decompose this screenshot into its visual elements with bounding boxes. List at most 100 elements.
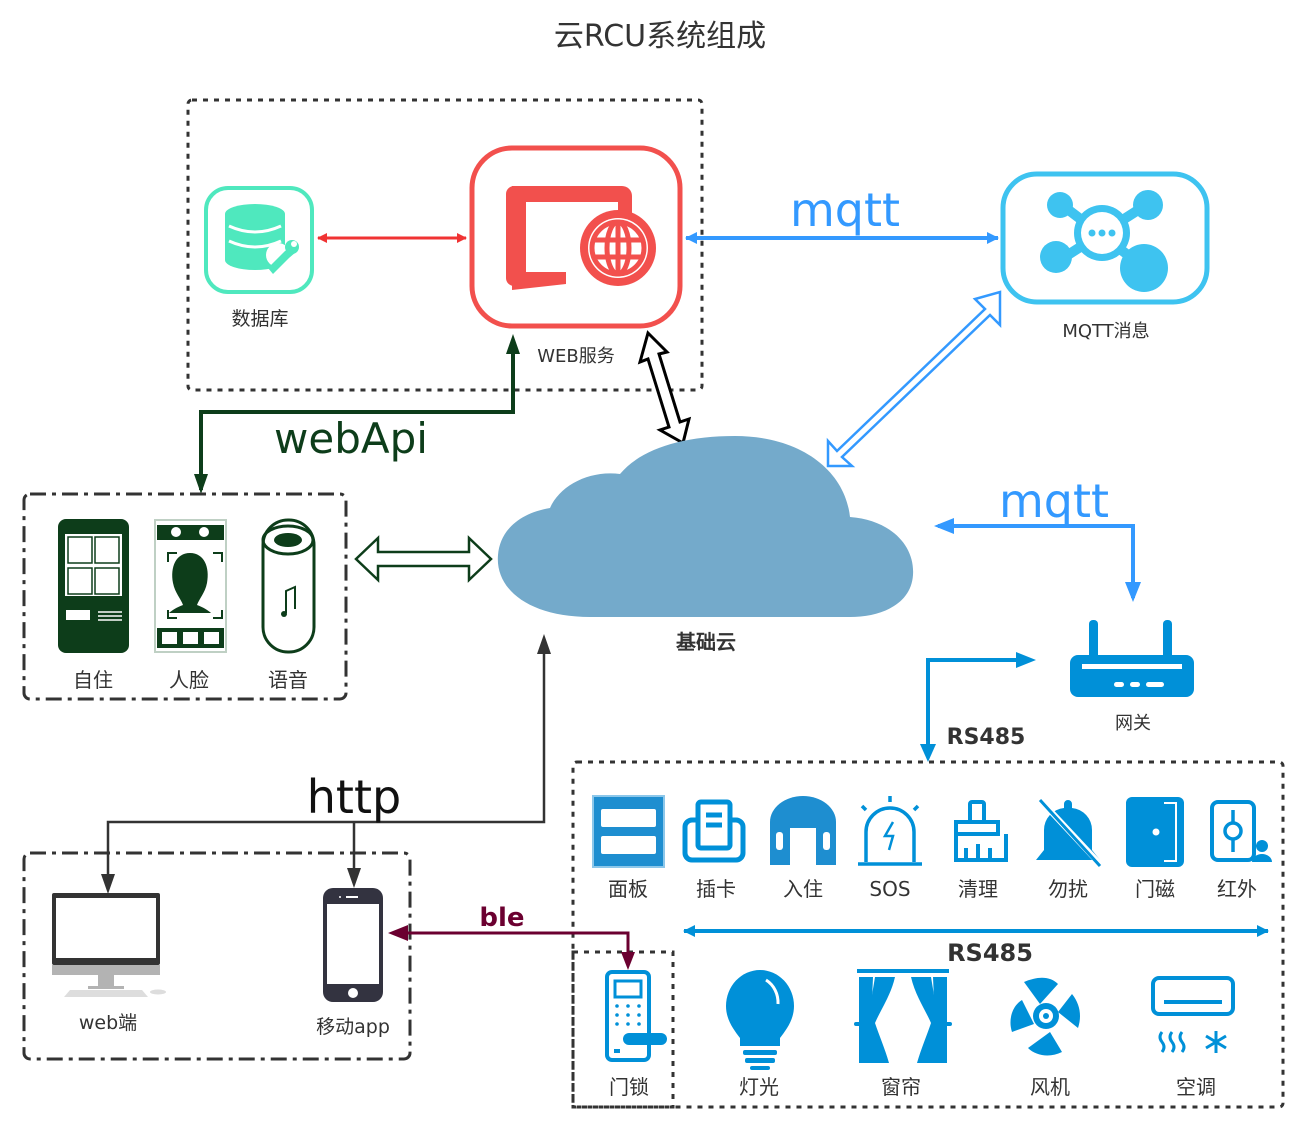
smartphone-icon [323,888,383,1002]
device-infrared[interactable]: 红外 [1210,800,1272,901]
router-icon [1070,620,1194,697]
device-label: 入住 [783,877,823,901]
desktop-monitor-icon [52,893,166,997]
sos-alarm-icon [858,796,922,866]
device-check-in[interactable]: 入住 [770,796,836,901]
card-slot-icon [682,799,746,863]
cloud-node[interactable]: 基础云 [497,436,914,654]
device-label: 清理 [958,877,998,901]
cloud-icon [497,436,914,617]
clients-group-box [22,851,412,1061]
do-not-disturb-bell-icon [1036,798,1103,868]
smart-speaker-icon [261,518,316,654]
webapi-label: webApi [274,414,428,463]
air-conditioner-icon [1151,976,1235,1053]
terminal-label: 语音 [268,668,308,692]
mqtt-broker-node[interactable]: MQTT消息 [1000,171,1210,342]
terminal-face[interactable]: 人脸 [154,519,227,692]
client-label: 移动app [316,1016,390,1038]
door-lock-box [571,950,675,1109]
ble-label: ble [479,903,524,933]
device-label: 窗帘 [881,1075,921,1099]
cleaning-brush-icon [954,800,1008,862]
webapi-connector [199,340,515,490]
gateway-rs485-connector [926,658,1020,756]
infrared-sensor-icon [1210,800,1272,862]
terminal-kiosk[interactable]: 自住 [58,519,129,692]
device-label: 灯光 [739,1075,779,1099]
ble-connector [402,931,630,958]
check-in-house-icon [770,796,836,865]
face-recognition-icon [154,519,227,653]
device-label: 红外 [1217,877,1257,901]
mqtt-top-label: mqtt [790,183,900,237]
curtain-icon [854,969,952,1063]
database-node[interactable]: 数据库 [204,186,314,330]
device-card-slot[interactable]: 插卡 [682,799,746,901]
device-light[interactable]: 灯光 [726,970,794,1099]
gateway-label: 网关 [1115,713,1151,734]
device-label: 插卡 [696,877,736,901]
terminal-speaker[interactable]: 语音 [261,518,316,692]
device-label: 门磁 [1135,877,1175,901]
mqtt-gateway-label: mqtt [999,474,1109,528]
cloud-label: 基础云 [676,630,736,654]
kiosk-icon [58,519,129,653]
terminal-group-box [22,492,348,701]
device-label: 风机 [1030,1075,1070,1099]
door-lock-icon [605,970,667,1062]
mqtt-cloud-hollow-arrow [826,290,1002,468]
terminal-label: 自住 [73,668,113,692]
rs485-bus-label: RS485 [947,939,1033,967]
device-door-lock[interactable]: 门锁 [605,970,667,1099]
device-label: SOS [869,877,910,901]
device-sos[interactable]: SOS [858,796,922,901]
mqtt-broker-label: MQTT消息 [1062,321,1149,342]
device-cleaning[interactable]: 清理 [954,800,1008,901]
server-group-box [186,98,704,392]
device-label: 勿扰 [1048,877,1088,901]
device-air-conditioner[interactable]: 空调 [1151,976,1235,1099]
http-arrow-up [537,634,551,654]
database-label: 数据库 [231,308,288,330]
webapi-arrow-up [506,334,520,354]
client-label: web端 [79,1012,137,1034]
http-arrow-app [347,868,361,888]
device-curtain[interactable]: 窗帘 [854,969,952,1099]
ble-arrow-down [621,952,635,970]
cloud-gateway-arrow-left [934,518,954,534]
cloud-gateway-connector [938,524,1135,598]
gateway-rs485-arrow-right [1016,652,1036,668]
cloud-gateway-arrow-down [1125,582,1141,602]
device-label: 门锁 [609,1075,649,1099]
fan-icon [1010,977,1080,1056]
gateway-rs485-arrow-down [920,744,936,762]
terminal-cloud-hollow-arrow [354,535,493,583]
device-label: 空调 [1176,1075,1216,1099]
http-arrow-web [101,874,115,894]
web-cloud-hollow-arrow [637,330,692,446]
web-service-node[interactable] [469,145,683,329]
gateway-node[interactable]: 网关 [1070,620,1194,734]
panel-icon [592,795,665,868]
client-mobile-app[interactable]: 移动app [316,888,390,1038]
device-panel[interactable]: 面板 [592,795,665,901]
web-service-label: WEB服务 [537,346,615,367]
monitor-globe-icon [506,186,656,290]
device-fan[interactable]: 风机 [1010,977,1080,1099]
rs485-gateway-label: RS485 [947,725,1026,750]
device-door-sensor[interactable]: 门磁 [1126,797,1184,901]
light-bulb-icon [726,970,794,1070]
webapi-arrow-down [194,474,208,494]
terminal-label: 人脸 [169,668,209,692]
database-wrench-icon [225,204,299,274]
client-web[interactable]: web端 [52,893,166,1034]
ble-arrow-left [388,925,408,941]
diagram-title: 云RCU系统组成 [554,19,766,54]
device-do-not-disturb[interactable]: 勿扰 [1036,798,1103,901]
device-label: 面板 [608,877,648,901]
http-label: http [307,770,401,824]
mqtt-hub-icon [1040,190,1168,292]
door-sensor-icon [1126,797,1184,867]
